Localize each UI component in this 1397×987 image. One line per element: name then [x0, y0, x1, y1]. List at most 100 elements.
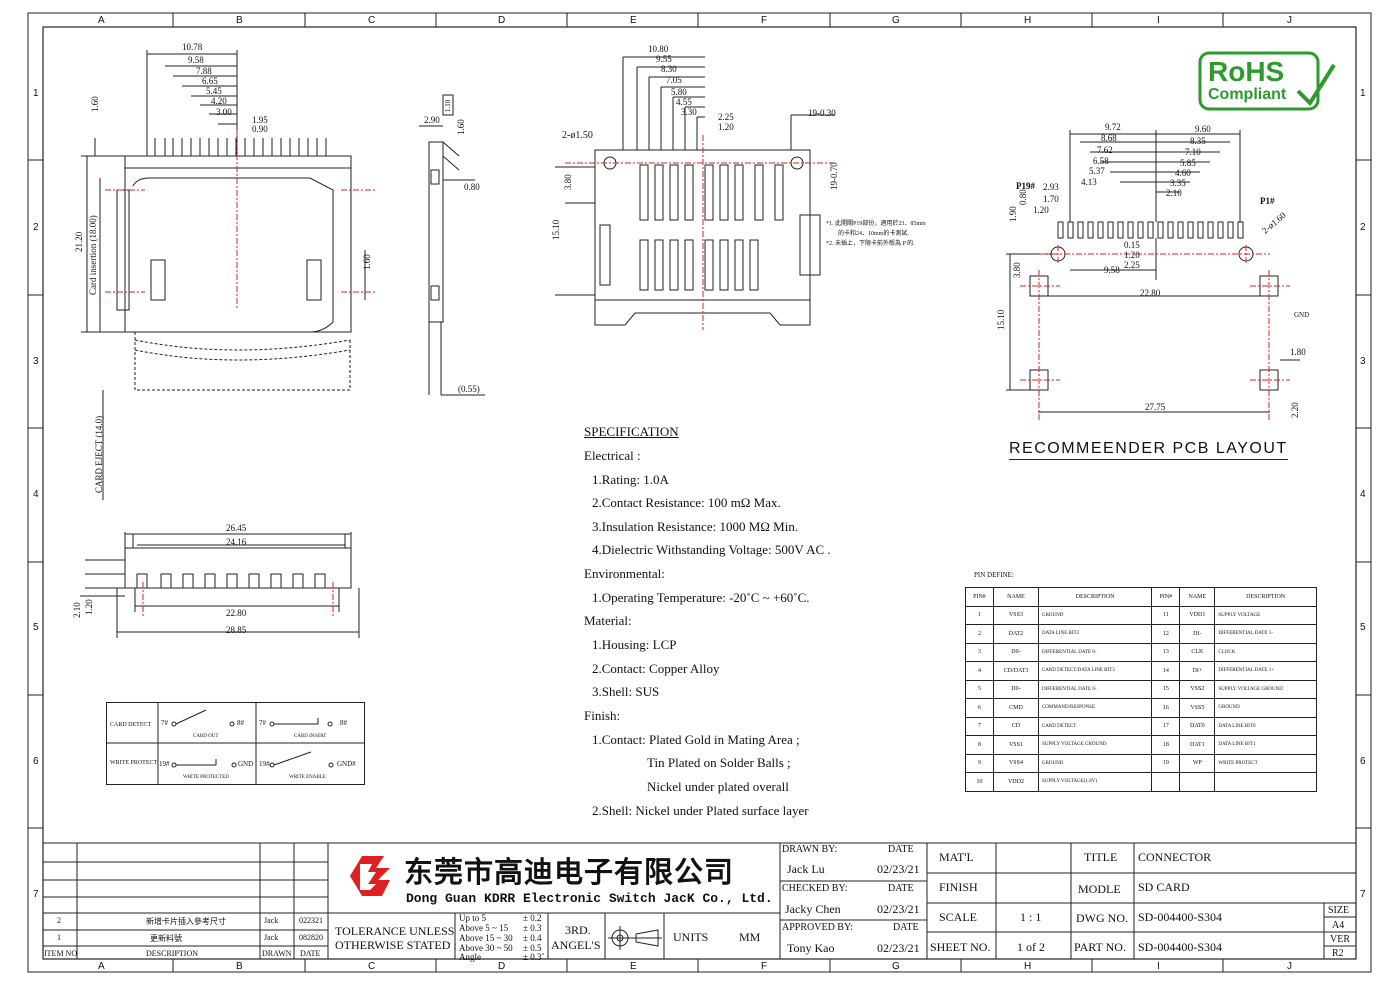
switch-card-insert-label: CARD INSERT	[294, 734, 327, 739]
spec-line-rating: 1.Rating: 1.0A	[592, 472, 669, 487]
grid-num-7: 7	[33, 889, 39, 900]
dim-26-45: 26.45	[226, 523, 247, 533]
pcb-dim-22-80: 22.80	[1140, 288, 1161, 298]
tolerance-line-1: TOLERANCE UNLESS	[335, 924, 455, 938]
ver-label: VER	[1330, 934, 1350, 945]
grid-num-4-right: 4	[1360, 489, 1366, 500]
model-label: MODLE	[1078, 882, 1121, 896]
spec-line-finish-contact: 1.Contact: Plated Gold in Mating Area ;	[592, 732, 800, 747]
rev-header-item: ITEM NO	[44, 949, 78, 958]
pcb-dim-9-58: 9.58	[1104, 265, 1120, 275]
pcb-dim-27-75: 27.75	[1145, 402, 1166, 412]
pcb-dim-4-60: 4.60	[1175, 168, 1191, 178]
spec-line-finish: Finish:	[584, 708, 621, 723]
part-label: PART NO.	[1074, 940, 1126, 954]
drawn-date: 02/23/21	[877, 862, 920, 876]
dim-8-30: 8.30	[661, 64, 677, 74]
switch-card-out-label: CARD OUT	[193, 734, 219, 739]
bottom-note-1: *1. 此開關P19部份，適用於23．85mm	[826, 221, 926, 227]
rev-header-drawn: DRAWN	[262, 949, 292, 958]
grid-letter-i-bottom: I	[1157, 961, 1160, 972]
grid-letter-j-bottom: J	[1287, 961, 1292, 972]
switch-write-protected-label: WRITE PROTECTED	[183, 775, 229, 780]
spec-line-electrical: Electrical :	[584, 448, 641, 463]
matl-label: MAT'L	[939, 850, 974, 864]
tol-value-4: ± 0.5	[523, 943, 542, 953]
dim-7-05: 7.05	[666, 75, 682, 85]
rohs-badge	[1198, 51, 1336, 111]
switch-gnd-b: GND#	[337, 760, 356, 768]
dim-24-16: 24.16	[226, 537, 247, 547]
pcb-dim-6-58: 6.58	[1093, 156, 1109, 166]
rev-2-desc: 新增卡片插入參考尺寸	[146, 917, 226, 926]
checked-date-label: DATE	[888, 883, 914, 894]
dim-0-55: (0.55)	[458, 384, 480, 394]
grid-num-1: 1	[33, 88, 39, 99]
grid-letter-h: H	[1024, 15, 1032, 26]
rev-2-by: Jack	[264, 916, 279, 925]
units-value: MM	[739, 930, 761, 944]
approved-by-name: Tony Kao	[787, 941, 835, 955]
dim-7-88: 7.88	[196, 66, 212, 76]
switch-gnd-a: GND	[238, 760, 254, 768]
rev-2-date: 022321	[299, 916, 323, 925]
projection-symbol-icon	[608, 926, 662, 950]
part-value: SD-004400-S304	[1138, 940, 1223, 954]
size-value: A4	[1332, 920, 1345, 931]
grid-letter-e-bottom: E	[630, 961, 637, 972]
spec-line-contact: 2.Contact: Copper Alloy	[592, 661, 720, 676]
grid-letter-e: E	[630, 15, 637, 26]
dim-0-90: 0.90	[252, 124, 268, 134]
approved-by-label: APPROVED BY:	[782, 922, 854, 933]
dim-2-phi-1-50: 2-ø1.50	[562, 130, 593, 141]
pcb-dim-7-10: 7.10	[1185, 147, 1201, 157]
grid-num-6: 6	[33, 756, 39, 767]
spec-line-material: Material:	[584, 613, 632, 628]
side-view-drawing	[419, 94, 485, 396]
dwg-label: DWG NO.	[1076, 911, 1128, 925]
dim-1-95: 1.95	[252, 115, 268, 125]
spec-line-housing: 1.Housing: LCP	[592, 637, 677, 652]
grid-letter-d: D	[498, 15, 506, 26]
dim-3-00: 3.00	[216, 107, 232, 117]
company-name-cn: 东莞市高迪电子有限公司	[404, 855, 735, 889]
grid-num-2-right: 2	[1360, 222, 1366, 233]
dwg-value: SD-004400-S304	[1138, 910, 1223, 924]
grid-letter-a-bottom: A	[98, 961, 105, 972]
top-view-drawing	[81, 50, 375, 500]
dim-22-80: 22.80	[226, 608, 247, 618]
pcb-dim-5-85: 5.85	[1180, 158, 1196, 168]
bottom-note-2: 的卡和24．10mm的卡測試.	[838, 231, 909, 237]
drawn-by-name: Jack Lu	[787, 862, 825, 876]
grid-letter-b: B	[236, 15, 243, 26]
pcb-p1-label: P1#	[1260, 196, 1275, 206]
pcb-dim-1-80: 1.80	[1290, 347, 1306, 357]
pcb-dim-1-70: 1.70	[1043, 194, 1059, 204]
switch-table-grid	[106, 702, 365, 785]
units-label: UNITS	[673, 930, 709, 944]
pin-cell: SUPPLY VOLTAGE(1.8V)	[1037, 772, 1153, 792]
pcb-dim-2-10: 2.10	[1166, 188, 1182, 198]
scale-value: 1 : 1	[1020, 910, 1042, 924]
tol-range-1: Up to 5	[459, 913, 486, 923]
angle-line-2: ANGEL'S	[551, 938, 601, 952]
grid-letter-g-bottom: G	[892, 961, 900, 972]
bottom-view-drawing	[555, 56, 835, 330]
spec-line-insulation: 3.Insulation Resistance: 1000 MΩ Min.	[592, 519, 799, 534]
tol-range-3: Above 15 ~ 30	[459, 933, 513, 943]
pcb-dim-0-15: 0.15	[1124, 240, 1140, 250]
rev-1-date: 082820	[299, 933, 323, 942]
pcb-dim-4-13: 4.13	[1081, 177, 1097, 187]
rev-1-desc: 更新料號	[150, 934, 182, 943]
spec-line-tin: Tin Plated on Solder Balls ;	[647, 755, 791, 770]
spec-line-temperature: 1.Operating Temperature: -20˚C ~ +60˚C.	[592, 590, 810, 605]
pcb-dim-9-72: 9.72	[1105, 122, 1121, 132]
company-name-en: Dong Guan KDRR Electronic Switch JacK Co…	[406, 891, 773, 906]
rohs-compliant-text: Compliant	[1208, 86, 1287, 103]
checked-date: 02/23/21	[877, 902, 920, 916]
switch-p7-a: 7#	[161, 719, 168, 727]
tol-range-4: Above 30 ~ 50	[459, 943, 513, 953]
grid-letter-i: I	[1157, 15, 1160, 26]
